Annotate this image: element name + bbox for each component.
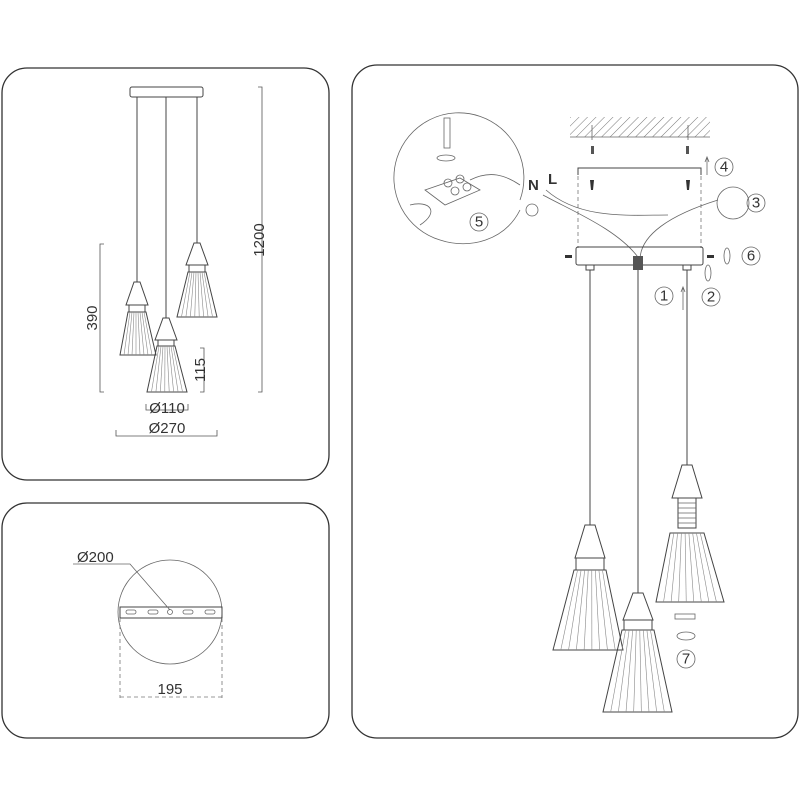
pendant-installed-left bbox=[552, 524, 624, 651]
dimension-total-height: 1200 bbox=[251, 223, 268, 256]
step-5: 5 bbox=[475, 214, 483, 231]
mounting-bracket bbox=[119, 606, 223, 619]
dimensions-panel: 1200 390 115 Ø110 Ø270 bbox=[1, 67, 330, 481]
dimension-overall-diameter: Ø270 bbox=[149, 420, 186, 437]
step-2: 2 bbox=[707, 289, 715, 306]
shade bbox=[602, 629, 673, 713]
step-6: 6 bbox=[747, 248, 755, 265]
ceiling bbox=[570, 117, 710, 137]
step-callouts: 1 2 3 4 5 6 7 bbox=[469, 157, 766, 669]
pendant-installed-middle bbox=[602, 592, 673, 713]
shade bbox=[176, 271, 218, 318]
shade bbox=[655, 532, 725, 603]
dimension-shade-height: 115 bbox=[192, 358, 209, 382]
dimension-drop-height: 390 bbox=[84, 305, 101, 330]
pendant-left bbox=[119, 97, 157, 356]
wire-label-live: L bbox=[548, 171, 557, 188]
step-7: 7 bbox=[682, 651, 690, 668]
dimension-bracket-length: 195 bbox=[157, 681, 182, 698]
pendant-middle bbox=[146, 97, 188, 393]
pendant-right bbox=[176, 97, 218, 318]
installation-panel: N L bbox=[351, 64, 799, 739]
shade bbox=[119, 311, 157, 356]
pendant-installed-right bbox=[655, 464, 725, 641]
dimension-canopy-diameter: Ø200 bbox=[77, 549, 114, 566]
shade bbox=[552, 569, 624, 651]
step-1: 1 bbox=[660, 288, 668, 305]
wire-label-neutral: N bbox=[528, 177, 539, 194]
step-4: 4 bbox=[720, 159, 728, 176]
detail-bubble bbox=[393, 112, 525, 245]
canopy-panel: Ø200 195 bbox=[1, 502, 330, 739]
shade bbox=[146, 345, 188, 393]
step-3: 3 bbox=[752, 195, 760, 212]
dimension-shade-diameter: Ø110 bbox=[149, 400, 185, 417]
